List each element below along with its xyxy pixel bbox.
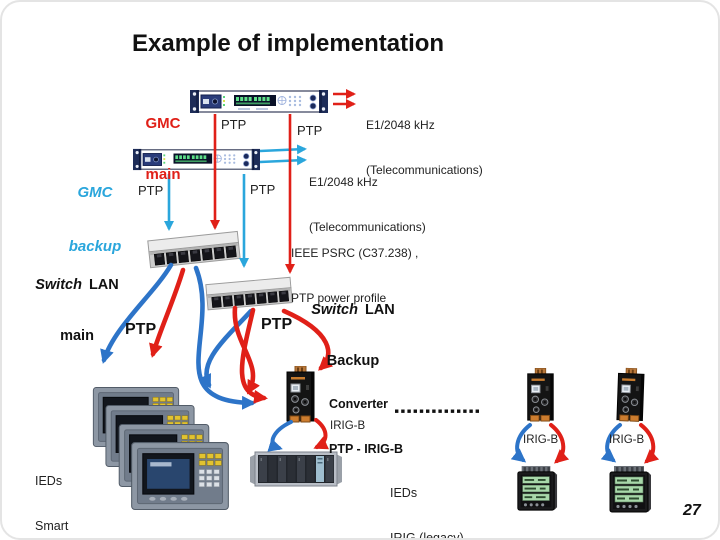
panel-meter-icon <box>609 466 651 513</box>
irigb-label-main: IRIG-B <box>330 420 366 432</box>
gmc-main-time-server-icon <box>190 90 328 113</box>
page-number: 27 <box>683 502 701 519</box>
ptp-label-backup-2: PTP <box>250 182 276 197</box>
ptp-label-lan-1: PTP <box>125 321 157 338</box>
legacy-ied-rack-icon <box>250 451 342 487</box>
switch-lan-main-icon <box>147 230 241 269</box>
irigb-label-right-2: IRIG-B <box>609 434 645 446</box>
gmc-backup-time-server-icon <box>133 148 260 171</box>
ptp-label-main-2: PTP <box>297 123 323 138</box>
converter-ptp-irigb-icon <box>616 367 645 422</box>
slide-title: Example of implementation <box>132 30 445 57</box>
ptp-label-main-1: PTP <box>221 117 247 132</box>
gmc-main-label: GMC main <box>145 115 181 183</box>
ied-smart-panel-icon <box>131 442 229 510</box>
irigb-label-right-1: IRIG-B <box>523 434 559 446</box>
converter-label: Converter PTP - IRIG-B <box>329 397 404 456</box>
converter-ptp-irigb-icon <box>286 366 315 423</box>
e1-note-main: E1/2048 kHz (Telecommunications) <box>366 118 483 177</box>
ieds-smart-label: IEDs Smart <box>35 474 69 533</box>
converter-ptp-irigb-icon <box>527 368 554 422</box>
panel-meter-icon <box>517 466 558 511</box>
e1-note-backup: E1/2048 kHz (Telecommunications) <box>309 175 426 234</box>
gmc-backup-label: GMC backup <box>68 184 122 255</box>
ptp-label-lan-2: PTP <box>261 316 293 333</box>
ieds-legacy-label: IEDs IRIG (legacy) <box>390 486 464 540</box>
ieee-psrc-note: IEEE PSRC (C37.238) , PTP power profile <box>291 246 419 305</box>
ptp-label-backup-1: PTP <box>138 183 164 198</box>
